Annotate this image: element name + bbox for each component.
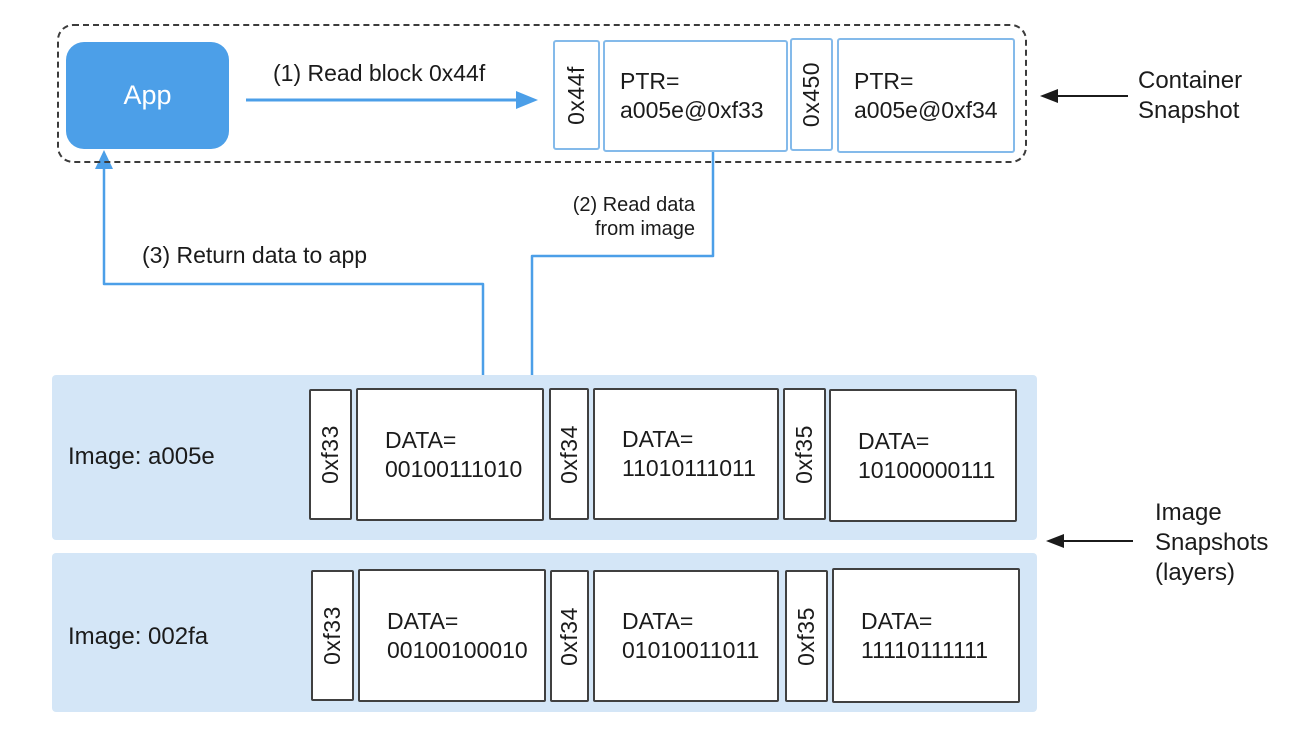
- step1-label: (1) Read block 0x44f: [273, 60, 486, 86]
- row0-addr-label-1: 0xf34: [555, 424, 582, 484]
- row1-addr-label-0: 0xf33: [319, 606, 346, 665]
- app-label: App: [123, 80, 172, 110]
- read-data-arrow: [523, 152, 715, 405]
- row1-data-label-1: DATA= 01010011011: [622, 608, 760, 663]
- image-snapshots-callout: Image Snapshots (layers): [1155, 499, 1269, 586]
- row0-data-label-0: DATA= 00100111010: [385, 426, 523, 482]
- row0-data-label-2: DATA= 10100000111: [858, 427, 996, 483]
- row0-addr-block-2: 0xf35: [783, 388, 826, 520]
- row0-addr-label-0: 0xf33: [317, 425, 344, 484]
- image-row-name-0: Image: a005e: [68, 443, 215, 470]
- row1-addr-block-0: 0xf33: [311, 570, 354, 701]
- container-addr-label-1: 0x450: [798, 61, 825, 128]
- container-ptr-label-1: PTR= a005e@0xf34: [854, 67, 998, 123]
- row1-data-block-1: DATA= 01010011011: [593, 570, 779, 702]
- row1-addr-label-2: 0xf35: [793, 606, 820, 666]
- row1-data-label-2: DATA= 11110111111: [861, 607, 989, 663]
- container-addr-block-0: 0x44f: [553, 40, 600, 150]
- return-data-arrow: [95, 150, 485, 406]
- container-snapshot-callout: Container Snapshot: [1138, 67, 1243, 124]
- container-ptr-block-1: PTR= a005e@0xf34: [837, 38, 1015, 153]
- container-addr-label-0: 0x44f: [563, 65, 590, 125]
- container-ptr-block-0: PTR= a005e@0xf33: [603, 40, 788, 152]
- row1-data-label-0: DATA= 00100100010: [387, 607, 528, 663]
- image-row-name-1: Image: 002fa: [68, 623, 209, 650]
- row1-addr-block-1: 0xf34: [550, 570, 589, 702]
- row1-data-block-0: DATA= 00100100010: [358, 569, 546, 702]
- row1-addr-label-1: 0xf34: [556, 606, 583, 666]
- row0-data-block-1: DATA= 11010111011: [593, 388, 779, 520]
- step2-label: (2) Read data from image: [572, 194, 695, 240]
- row0-addr-label-2: 0xf35: [791, 424, 818, 484]
- row0-data-label-1: DATA= 11010111011: [622, 426, 756, 481]
- image-callout-arrow: [1046, 534, 1133, 548]
- container-ptr-label-0: PTR= a005e@0xf33: [620, 68, 764, 123]
- row1-data-block-2: DATA= 11110111111: [832, 568, 1020, 703]
- container-snapshot-box: [57, 24, 1027, 163]
- step3-label: (3) Return data to app: [142, 242, 368, 268]
- row0-data-block-2: DATA= 10100000111: [829, 389, 1017, 522]
- app-node: App: [66, 42, 229, 149]
- container-callout-arrow: [1040, 89, 1128, 103]
- row0-data-block-0: DATA= 00100111010: [356, 388, 544, 521]
- row1-addr-block-2: 0xf35: [785, 570, 828, 702]
- row0-addr-block-1: 0xf34: [549, 388, 589, 520]
- container-addr-block-1: 0x450: [790, 38, 833, 151]
- row0-addr-block-0: 0xf33: [309, 389, 352, 520]
